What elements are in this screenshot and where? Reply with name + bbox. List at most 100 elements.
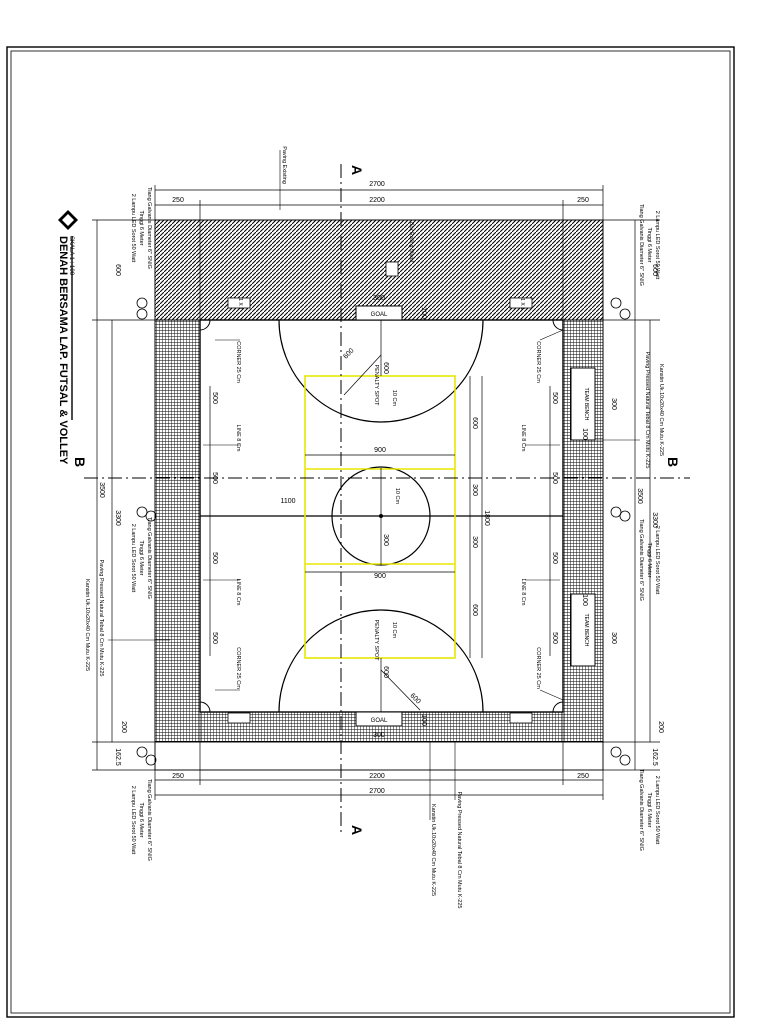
dim-sub-zone-l4: 500 (211, 632, 218, 644)
label-line-tr: LINE 8 Cm (520, 425, 526, 452)
section-a-top: A (349, 165, 365, 175)
dim-volley-width-top: 900 (374, 447, 386, 454)
dim-goal-depth-bottom: 100 (420, 714, 427, 726)
lamp-post-tr (610, 297, 631, 320)
label-lamp-tl-3: 2 Lampu LED Sorot 50 Watt (130, 194, 136, 263)
dim-attack-top: 600 (471, 417, 478, 429)
annotation-texts: Paving Existing PENALTY SPOT 10 Cm 10 Cm… (84, 146, 664, 908)
label-corner-tr: CORNER 25 Cm (535, 341, 541, 383)
outer-frame (6, 46, 735, 1018)
dim-side-top-right: 250 (577, 197, 589, 204)
label-spot-size-top: 10 Cm (391, 390, 397, 407)
label-lamp-tr-3: 2 Lampu LED Sorot 50 Watt (654, 211, 660, 280)
label-penalty-spot-top: PENALTY SPOT (373, 364, 379, 406)
label-paving-pressed-bottom: Paving Pressed Natural Tebal 8 Cm Mutu K… (456, 792, 462, 909)
label-lamp-tl-2: Tinggi 6 Meter (138, 211, 144, 246)
bottom-goal-label: GOAL (371, 718, 388, 724)
label-corner-tl: CORNER 25 Cm (235, 341, 241, 383)
stand-box-bl (227, 712, 251, 724)
dim-end-zone-right: 200 (657, 721, 664, 733)
label-paving-existing: Paving Existing (281, 146, 287, 184)
dim-end-zone-left: 200 (120, 721, 127, 733)
paving-existing-area (154, 219, 604, 321)
dim-inner-height-right: 3300 (651, 512, 658, 528)
corner-arc-br (552, 701, 564, 713)
dim-end-top-right: 600 (651, 264, 658, 276)
dimension-lines (92, 185, 660, 800)
box-rolling-label: Box Rolling Stand (408, 222, 414, 262)
leader-lines (108, 150, 640, 820)
team-bench-bottom-label: TEAM BENCH (583, 614, 589, 647)
dim-circle-radius: 300 (382, 534, 389, 546)
dim-sub-zone-l2: 500 (211, 472, 218, 484)
label-corner-bl: CORNER 25 Cm (235, 647, 241, 689)
lamp-post-mr (610, 506, 631, 522)
dim-penalty-top: 600 (382, 362, 389, 374)
stand-box-tl (227, 297, 251, 309)
dim-sub-zone-l3: 500 (211, 552, 218, 564)
dim-volley-width-bottom: 900 (374, 573, 386, 580)
drawing-title: DENAH BERSAMA LAP. FUTSAL & VOLLEY (57, 236, 69, 465)
dim-penalty-bottom: 600 (382, 666, 389, 678)
label-line-tl: LINE 8 Cm (235, 425, 241, 452)
lamp-post-tl (136, 297, 148, 320)
dim-side-bottom-left: 250 (172, 773, 184, 780)
label-line-br: LINE 8 Cm (520, 579, 526, 606)
corner-arc-bl (199, 701, 211, 713)
dim-side-top-left: 250 (172, 197, 184, 204)
dim-total-height-left: 3500 (98, 482, 105, 498)
dim-center-zone-2: 300 (471, 536, 478, 548)
team-bench-top-label: TEAM BENCH (583, 388, 589, 421)
label-lamp-mr-1: Tiang Galvanis Diameter 6" SNIG (638, 519, 644, 601)
dim-inner-height-left: 3300 (114, 510, 121, 526)
label-lamp-br-1: Tiang Galvanis Diameter 6" SNIG (638, 769, 644, 851)
label-paving-pressed-right: Paving Pressed Natural Tebal 8 Cm Mutu K… (644, 352, 650, 469)
dim-sub-zone-r2: 500 (551, 472, 558, 484)
label-lamp-tr-1: Tiang Galvanis Diameter 6" SNIG (638, 204, 644, 286)
dim-inner-width-bottom: 2200 (369, 773, 385, 780)
dim-sub-zone-r4: 500 (551, 632, 558, 644)
dim-attack-bottom: 600 (471, 604, 478, 616)
label-lamp-bl-2: Tinggi 6 Meter (138, 803, 144, 838)
dim-end-bottom-left: 162.5 (114, 748, 121, 766)
label-kanstin-right: Kanstin Uk.10x20x40 Cm Mutu K-225 (658, 364, 664, 456)
label-corner-br: CORNER 25 Cm (535, 647, 541, 689)
bottom-goal (355, 711, 403, 727)
label-spot-size-center: 10 Cm (394, 488, 400, 505)
bottom-apron (154, 741, 604, 771)
stand-box-br (509, 712, 533, 724)
dim-total-height-right: 3500 (636, 488, 643, 504)
section-b-right: B (665, 457, 681, 467)
label-lamp-br-3: 2 Lampu LED Sorot 50 Watt (654, 776, 660, 845)
team-bench-top (570, 367, 596, 441)
label-paving-pressed-left: Paving Pressed Natural Tebal 8 Cm Mutu K… (98, 560, 104, 677)
dim-bench-length-bottom: 300 (610, 632, 617, 644)
dim-goal-width-top: 300 (373, 295, 385, 302)
dim-side-bottom-right: 250 (577, 773, 589, 780)
label-kanstin-left: Kanstin Uk.10x20x40 Cm Mutu K-225 (84, 579, 90, 671)
dim-volley-length: 1800 (483, 510, 490, 526)
title-diamond-icon (58, 210, 78, 230)
corner-arc-tr (552, 319, 564, 331)
dim-end-top-left: 600 (114, 264, 121, 276)
dim-total-width-bottom: 2700 (369, 788, 385, 795)
box-rolling-stand (385, 261, 399, 277)
corner-arc-tl (199, 319, 211, 331)
label-lamp-mr-2: Tinggi 6 Meter (646, 543, 652, 578)
label-lamp-bl-1: Tiang Galvanis Diameter 6" SNIG (146, 779, 152, 861)
lamp-post-ml (136, 506, 157, 522)
dim-end-bottom-right: 162.5 (651, 748, 658, 766)
label-lamp-tl-1: Tiang Galvanis Diameter 6" SNIG (146, 187, 152, 269)
dim-bench-width-bottom: 100 (581, 594, 588, 606)
drawing-scale: SKALA 1 : 100 (68, 236, 74, 276)
dim-goal-width-bottom: 300 (373, 732, 385, 739)
dim-sub-zone-l1: 500 (211, 392, 218, 404)
team-bench-bottom (570, 593, 596, 667)
label-lamp-mr-3: 2 Lampu LED Sorot 50 Watt (654, 526, 660, 595)
label-lamp-br-2: Tinggi 6 Meter (646, 793, 652, 828)
label-lamp-tr-2: Tinggi 6 Meter (646, 228, 652, 263)
dim-half-court: 1100 (280, 498, 295, 505)
label-lamp-ml-1: Tiang Galvanis Diameter 6" SNIG (146, 517, 152, 599)
dim-sub-zone-r1: 500 (551, 392, 558, 404)
